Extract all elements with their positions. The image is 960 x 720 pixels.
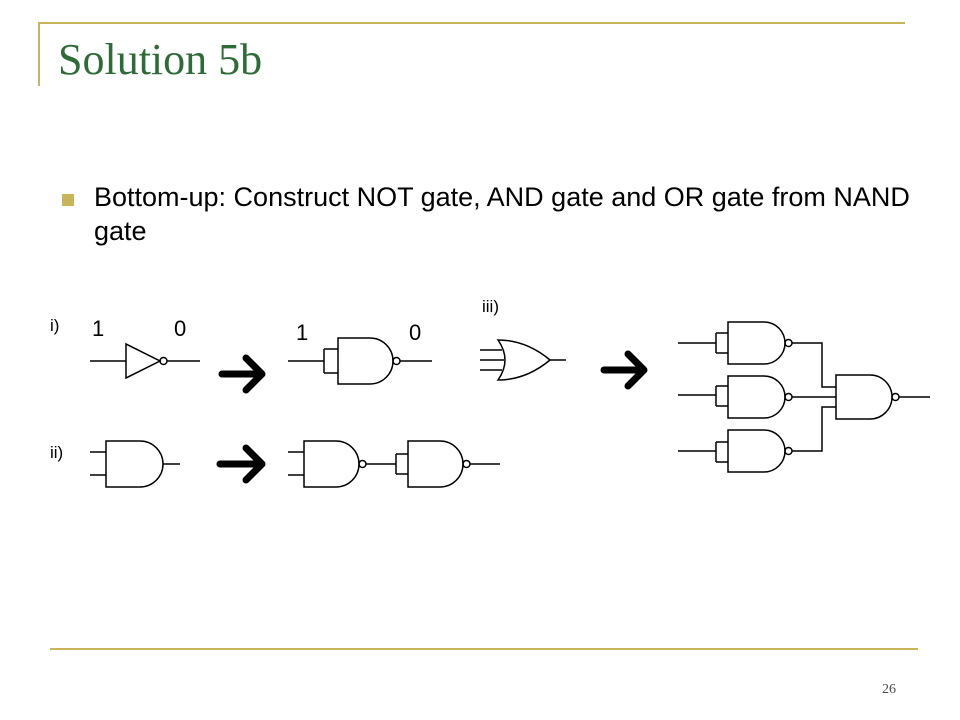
label-i: i): [50, 316, 59, 335]
or-gate: [480, 339, 566, 381]
frame-left-rule: [38, 22, 40, 86]
nand-as-not-gate: [288, 337, 432, 385]
frame-bottom-rule: [50, 648, 918, 650]
page-number: 26: [882, 682, 896, 697]
nand-or-construction: [678, 321, 930, 473]
right-arrow-icon: [216, 444, 266, 484]
not-gate: [90, 342, 200, 380]
and-gate: [90, 440, 180, 488]
bullet-text: Bottom-up: Construct NOT gate, AND gate …: [94, 182, 910, 246]
slide-title: Solution 5b: [58, 35, 263, 84]
not-gate-input-value: 1: [92, 316, 104, 341]
bullet-marker-icon: [62, 194, 74, 206]
right-arrow-icon: [218, 354, 266, 394]
not-gate-output-value: 0: [174, 316, 186, 341]
right-arrow-icon: [600, 350, 648, 390]
label-ii: ii): [50, 443, 63, 462]
label-iii: iii): [482, 297, 499, 316]
nand-not-input-value: 1: [296, 320, 308, 345]
frame-top-rule: [38, 22, 905, 24]
nand-not-output-value: 0: [409, 320, 421, 345]
nand-and-construction: [288, 440, 500, 488]
